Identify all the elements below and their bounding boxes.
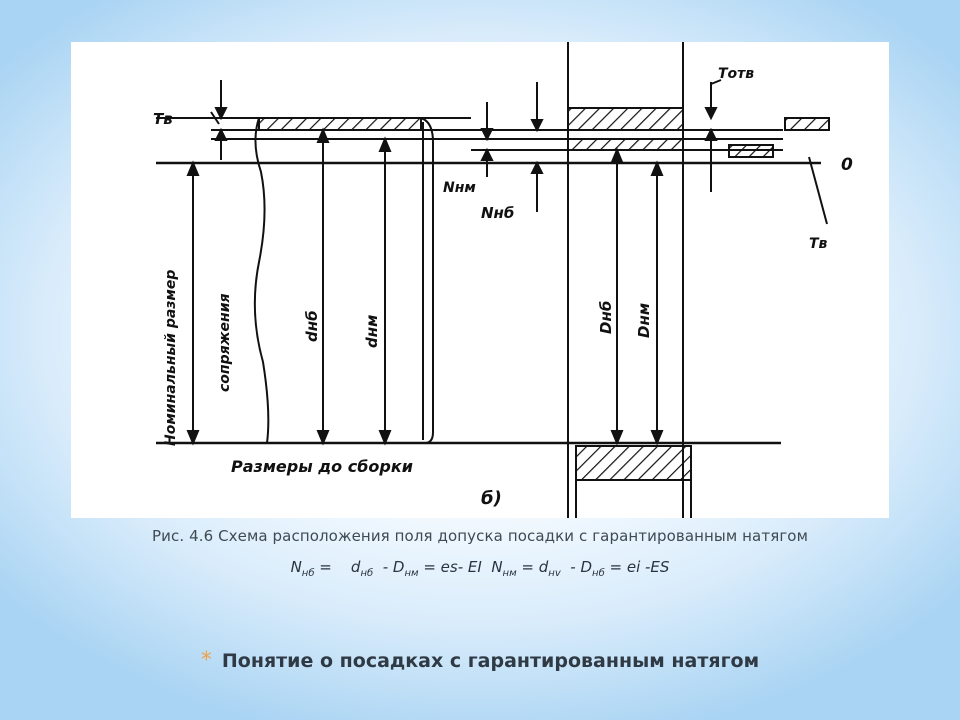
label-nominal-size-2: сопряжения (217, 293, 233, 392)
label-D-nb: Dнб (597, 301, 615, 334)
hole-tolerance-field-mid (567, 138, 684, 151)
formula-part: = d (314, 558, 361, 576)
slide-title-text: Понятие о посадках с гарантированным нат… (221, 650, 760, 672)
formula-part: - D (560, 558, 593, 576)
formula-part: = es- EI N (418, 558, 503, 576)
label-D-nm: Dнм (635, 303, 653, 338)
legend-shaft-field (728, 144, 774, 158)
formula-sub: нv (548, 568, 561, 579)
shaft-tolerance-field (258, 117, 422, 131)
label-tv-right: Тв (809, 236, 828, 252)
formula-sub: нм (404, 568, 419, 579)
formula-sub: нб (360, 568, 374, 579)
hole-tolerance-field-top (567, 107, 684, 131)
shaft-right-edge (420, 117, 434, 444)
formula-part: - D (373, 558, 405, 576)
label-nominal-size: Номинальный размер (163, 270, 179, 446)
hole-bottom-section (575, 445, 692, 481)
label-n-nb: Nнб (481, 204, 514, 222)
label-before-assembly: Размеры до сборки (231, 457, 413, 476)
label-n-nm: Nнм (443, 180, 476, 196)
label-d-nb: dнб (303, 310, 321, 342)
formula-sub: нб (301, 568, 315, 579)
label-tv-top: Тв (153, 110, 173, 128)
formula-sub: нм (502, 568, 517, 579)
figure-caption: Рис. 4.6 Схема расположения поля допуска… (152, 527, 808, 545)
label-totv: Тотв (718, 66, 754, 82)
dimension-arrows (186, 79, 828, 446)
label-subfigure-b: б) (481, 488, 502, 509)
formula-part: = d (516, 558, 549, 576)
formula-part: N (290, 558, 302, 576)
label-zero-line: 0 (841, 155, 853, 175)
diagram-panel: Тв Тотв 0 Тв Nнм Nнб dнб dнм Dнб Dнм Ном… (71, 42, 889, 518)
slide-title: * Понятие о посадках с гарантированным на… (0, 648, 960, 673)
shaft-break-line (253, 117, 270, 444)
formula-part: = ei -ES (604, 558, 670, 576)
formula-sub: нб (592, 568, 605, 579)
label-d-nm: dнм (363, 315, 381, 348)
title-bullet-icon: * (200, 648, 212, 673)
legend-hole-field (784, 117, 830, 131)
fit-tolerance-diagram: Тв Тотв 0 Тв Nнм Nнб dнб dнм Dнб Dнм Ном… (153, 42, 853, 518)
interference-formula: Nнб = dнб - Dнм = es- EI Nнм = dнv - Dнб… (0, 558, 960, 579)
